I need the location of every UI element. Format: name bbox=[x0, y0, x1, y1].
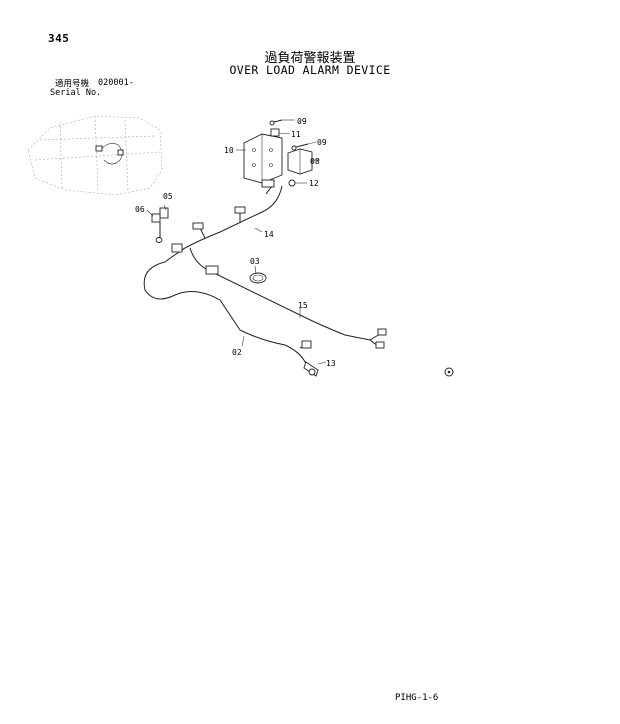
band-part bbox=[249, 272, 267, 284]
screw-part bbox=[269, 119, 309, 151]
part-label-10: 10 bbox=[224, 146, 234, 155]
footer-code: PIHG-1-6 bbox=[395, 693, 439, 703]
part-label-15: 15 bbox=[298, 301, 308, 310]
part-label-06: 06 bbox=[135, 205, 145, 214]
part-label-13: 13 bbox=[326, 359, 336, 368]
title-english: OVER LOAD ALARM DEVICE bbox=[229, 63, 391, 77]
part-label-11: 11 bbox=[291, 130, 301, 139]
title-japanese: 過負荷警報装置 bbox=[264, 51, 356, 66]
serial-label-japanese: 適用号機 bbox=[55, 79, 90, 89]
part-label-02: 02 bbox=[232, 348, 242, 357]
pressure-sensor-part bbox=[303, 361, 319, 377]
part-label-12: 12 bbox=[309, 179, 319, 188]
serial-label-english: Serial No. bbox=[50, 88, 102, 98]
bracket-part bbox=[243, 133, 283, 184]
sensor-part bbox=[151, 207, 169, 243]
harness-14 bbox=[164, 179, 283, 263]
circled-mark-icon bbox=[444, 367, 454, 377]
part-label-14: 14 bbox=[264, 230, 274, 239]
part-label-09-lower: 09 bbox=[317, 138, 327, 147]
part-label-09-upper: 09 bbox=[297, 117, 307, 126]
leader-lines bbox=[146, 119, 327, 365]
page-number: 345 bbox=[48, 32, 70, 45]
serial-value: 020001- bbox=[98, 78, 134, 88]
part-label-05: 05 bbox=[163, 192, 173, 201]
clip-part bbox=[270, 128, 280, 137]
part-label-08: 08 bbox=[310, 157, 320, 166]
harness-15 bbox=[189, 247, 387, 349]
nut-part bbox=[288, 179, 296, 187]
alarm-unit-part bbox=[287, 148, 313, 175]
machine-outline bbox=[27, 115, 163, 196]
part-label-03: 03 bbox=[250, 257, 260, 266]
harness-02 bbox=[143, 261, 313, 369]
